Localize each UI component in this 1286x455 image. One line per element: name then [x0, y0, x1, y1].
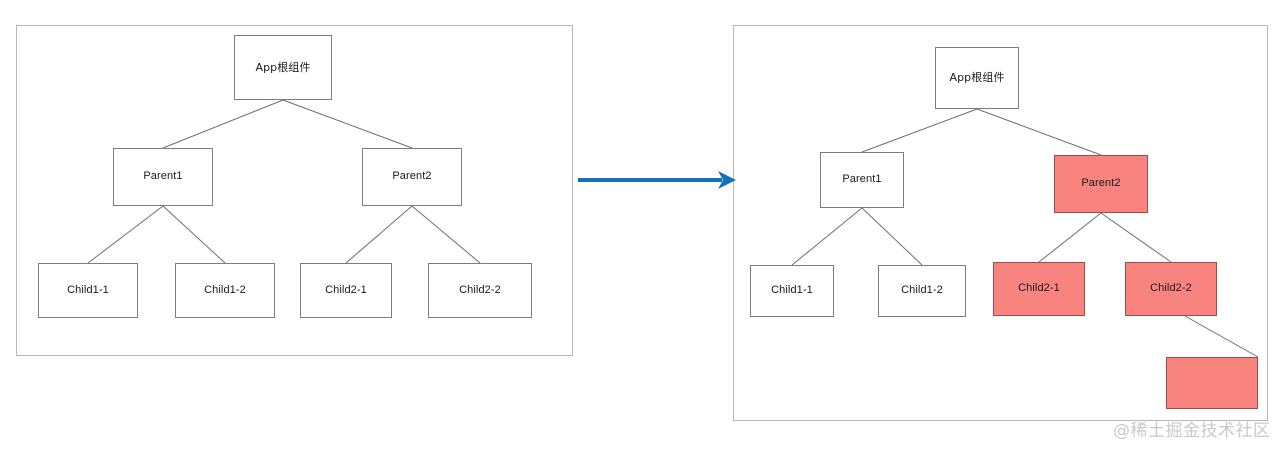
right-node-parent1[interactable]: Parent1	[820, 152, 904, 208]
left-node-parent2[interactable]: Parent2	[362, 148, 462, 206]
right-node-app[interactable]: App根组件	[935, 47, 1019, 109]
left-node-app[interactable]: App根组件	[234, 35, 332, 100]
transition-arrow-icon	[578, 171, 736, 189]
left-node-parent1[interactable]: Parent1	[113, 148, 213, 206]
right-node-child1-1[interactable]: Child1-1	[750, 265, 834, 317]
watermark-text: @稀土掘金技术社区	[1113, 421, 1271, 441]
left-node-child1-1[interactable]: Child1-1	[38, 263, 138, 318]
right-node-parent2[interactable]: Parent2	[1054, 155, 1148, 213]
right-node-child2-2[interactable]: Child2-2	[1125, 262, 1217, 316]
left-node-child1-2[interactable]: Child1-2	[175, 263, 275, 318]
left-node-child2-1[interactable]: Child2-1	[300, 263, 392, 318]
right-node-child1-2[interactable]: Child1-2	[878, 265, 966, 317]
left-node-child2-2[interactable]: Child2-2	[428, 263, 532, 318]
right-node-new-node[interactable]	[1166, 357, 1258, 409]
right-node-child2-1[interactable]: Child2-1	[993, 262, 1085, 316]
